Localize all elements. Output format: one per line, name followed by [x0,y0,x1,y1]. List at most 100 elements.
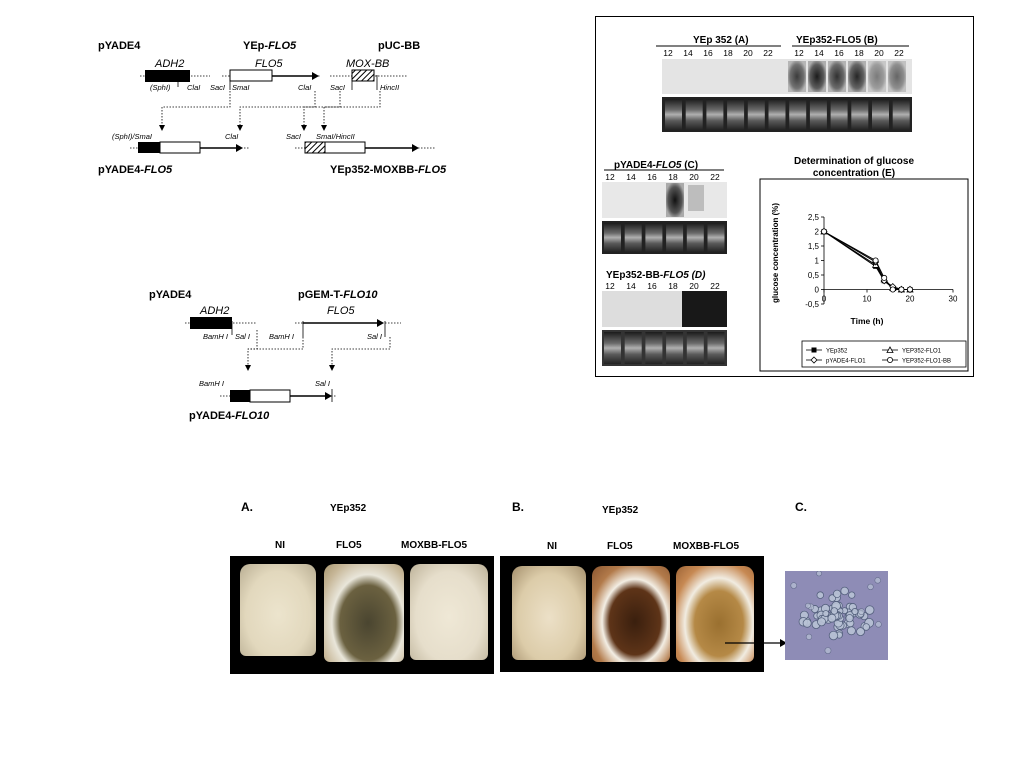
y-tick-label: -0,5 [805,300,819,309]
label-sphi-smai: (SphI)/SmaI [112,132,152,141]
label-saci: SacI [210,83,225,92]
band-b-12 [788,61,806,92]
y-tick-label: 0,5 [808,271,820,280]
rrna-lane [707,332,725,364]
legend-label: YEP352-FLO1 [902,349,942,355]
rrna-lane [851,99,869,130]
legend-marker [811,347,817,353]
photo-panel-a [230,556,494,674]
panel-a-group: YEp352 [330,503,367,514]
construct-diagram-flo5: pYADE4 YEp-FLO5 pUC-BB ADH2 FLO5 MOX-BB … [98,40,447,176]
x-tick-label: 30 [949,295,958,304]
label-sali: Sal I [235,332,250,341]
chart-xlabel: Time (h) [851,316,884,326]
panel-b-moxbb: MOXBB-FLO5 [673,541,740,552]
rrna-lane [872,99,889,130]
arrow-to-microscopy [725,639,787,647]
hour-label-20: 20 [689,172,699,182]
flo5-arrowhead [312,72,319,80]
rrna-lane [685,99,703,130]
blot-d-title: YEp352-BB-FLO5 (D) [606,270,706,281]
y-tick-label: 1 [815,257,820,266]
blot-c-rrna [602,221,727,254]
panel-a-flo5: FLO5 [336,540,362,551]
label-clai: ClaI [187,83,200,92]
hour-label-16: 16 [647,172,657,182]
rrna-lane [665,99,682,130]
rrna-lane [645,223,663,252]
label-sphi: (SphI) [150,83,171,92]
legend-label: YEp352 [826,349,848,355]
legend-marker [886,346,894,353]
label-pyade4: pYADE4 [98,40,141,52]
hour-label-22: 22 [710,281,720,291]
tube-b-flo5 [592,566,670,662]
data-point [889,286,896,293]
label-hincii: HincII [380,83,399,92]
rrna-lane [624,223,642,252]
rrna-lane [789,99,807,130]
rrna-lane [809,99,827,130]
rrna-lane [666,332,684,364]
band-b-20 [868,61,886,92]
rrna-lane [768,99,786,130]
y-tick-label: 2 [815,228,820,237]
label-smai: SmaI [232,83,250,92]
blot-b-bands [788,61,906,92]
blot-a-title: YEp 352 (A) [693,35,749,46]
band-b-22 [888,61,906,92]
photo-panel-b [500,556,764,672]
label-bamhi-2: BamH I [269,332,294,341]
rrna-lane [686,332,704,364]
rrna-lane [706,99,724,130]
panel-b-ni: NI [547,541,557,552]
blot-c-band-18 [666,183,684,217]
hour-label-18: 18 [668,281,678,291]
blot-b-title: YEp352-FLO5 (B) [796,35,878,46]
chart-title-line2: concentration (E) [813,168,895,179]
hour-label-18: 18 [723,48,733,58]
result2-mox-block [304,141,326,154]
y-tick-label: 0 [815,286,820,295]
band-b-18 [848,61,866,92]
blot-d-rrna [602,330,727,366]
blot-d-band-20-22 [682,291,727,327]
band-b-16 [828,61,846,92]
hour-label-22: 22 [710,172,720,182]
label-adh2: ADH2 [154,58,184,70]
label-bamhi: BamH I [203,332,228,341]
result3-flo10-block [249,389,291,403]
label-pgemt-flo10: pGEM-T-FLO10 [298,289,378,301]
hour-label-14: 14 [683,48,693,58]
label-saci-3: SacI [286,132,301,141]
hour-label-14: 14 [814,48,824,58]
panel-c-label: C. [795,500,807,514]
panel-b-group: YEp352 [602,505,639,516]
rrna-lane [727,99,745,130]
label-saci-2: SacI [330,83,345,92]
data-point [872,257,879,264]
adh2-block-2 [190,317,232,329]
result2-flo5-block [324,141,366,154]
data-point [881,274,888,281]
rrna-lane [686,223,704,252]
y-tick-label: 1,5 [808,242,820,251]
microscopy-cells [790,571,882,654]
legend-label: pYADE4-FLO1 [826,359,866,365]
data-point [820,228,827,235]
tube-a-ni [240,564,316,656]
rrna-lane [645,332,663,364]
label-clai-2: ClaI [298,83,311,92]
hour-label-18: 18 [854,48,864,58]
blot-d-rrna-lanes [604,332,725,364]
result-pyade4-flo5: pYADE4-FLO5 [98,164,173,176]
label-puc-bb: pUC-BB [378,40,420,52]
hour-label-22: 22 [763,48,773,58]
rrna-lane [707,223,725,252]
